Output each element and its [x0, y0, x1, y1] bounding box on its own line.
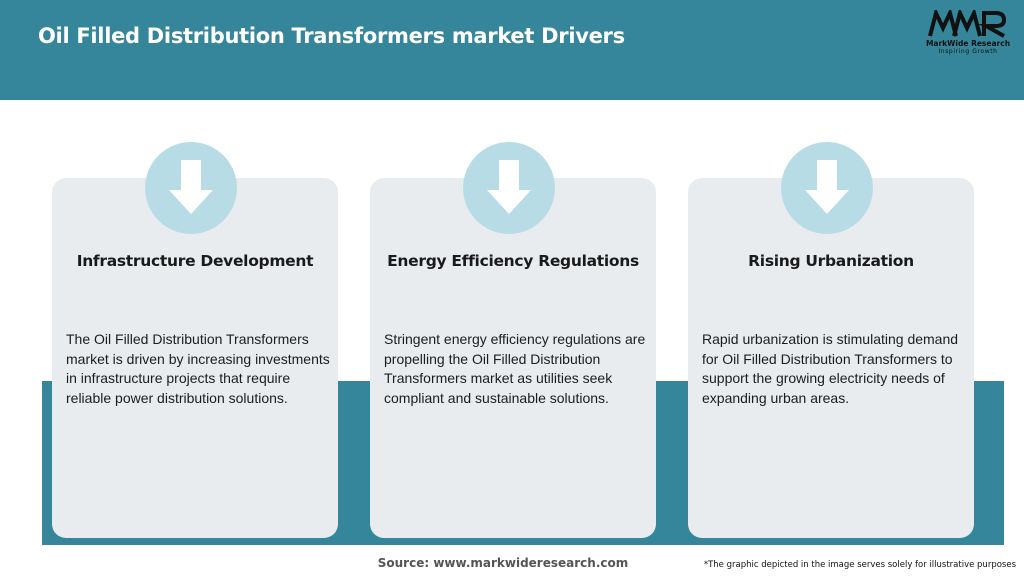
- card-description: Stringent energy efficiency regulations …: [384, 331, 646, 406]
- card-title: Energy Efficiency Regulations: [387, 252, 639, 270]
- icon-circle: [781, 142, 873, 234]
- driver-card-infrastructure: Infrastructure Development The Oil Fille…: [42, 142, 368, 548]
- mwr-logo-icon: [928, 10, 1007, 38]
- driver-card-urbanization: Rising Urbanization Rapid urbanization i…: [678, 142, 1004, 548]
- logo-name: MarkWide Research: [925, 39, 1011, 48]
- logo-tagline: Inspiring Growth: [938, 48, 998, 55]
- page-title: Oil Filled Distribution Transformers mar…: [38, 24, 625, 48]
- logo: MarkWide Research Inspiring Growth: [918, 10, 1018, 60]
- arrow-down-icon: [487, 160, 531, 214]
- arrow-down-icon: [805, 160, 849, 214]
- icon-circle: [145, 142, 237, 234]
- card-title: Rising Urbanization: [748, 252, 914, 270]
- source-credit: Source: www.markwideresearch.com: [377, 556, 629, 570]
- card-description: Rapid urbanization is stimulating demand…: [702, 331, 959, 406]
- card-title: Infrastructure Development: [76, 252, 314, 270]
- card-description: The Oil Filled Distribution Transformers…: [66, 331, 330, 406]
- header-banner: Oil Filled Distribution Transformers mar…: [0, 0, 1024, 100]
- card-body: Infrastructure Development The Oil Fille…: [52, 142, 338, 538]
- card-body: Energy Efficiency Regulations Stringent …: [370, 142, 656, 538]
- icon-circle: [463, 142, 555, 234]
- driver-card-energy-efficiency: Energy Efficiency Regulations Stringent …: [360, 142, 686, 548]
- disclaimer-note: *The graphic depicted in the image serve…: [703, 560, 1016, 570]
- card-body: Rising Urbanization Rapid urbanization i…: [688, 142, 974, 538]
- arrow-down-icon: [169, 160, 213, 214]
